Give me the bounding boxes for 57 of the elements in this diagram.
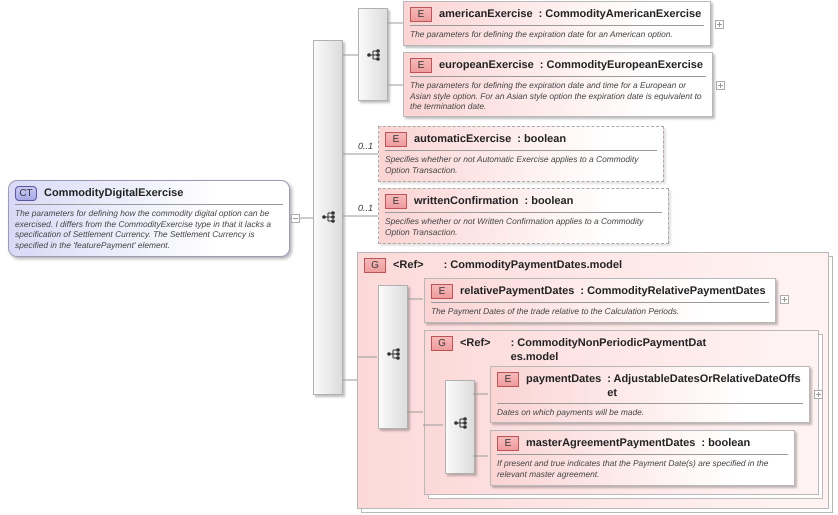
connector-line [342,54,358,56]
type-badge: G [364,258,386,273]
type-name: : CommodityNonPeriodicPaymentDates.model [510,336,708,364]
description-text: The parameters for defining the expiration date and time for a European or Asian style option. For an Asian style option the expiration date is equivalent to the termination date. [410,76,706,112]
element-name: relativePaymentDates [460,284,574,298]
type-name: : CommodityRelativePaymentDates [580,284,766,298]
description-text: Specifies whether or not Written Confirmation applies to a Commodity Option Transaction. [385,212,662,237]
compositor-bar [445,380,475,474]
complex-type-box [8,180,290,257]
connector-line [406,298,424,300]
type-name: : AdjustableDatesOrRelativeDateOffset [607,372,802,400]
description-text: Dates on which payments will be made. [497,403,803,418]
description-text: The parameters for defining the expiration date for an American option. [410,25,704,40]
element-name: europeanExercise [439,58,534,72]
compositor-bar [358,8,388,101]
type-name: : boolean [701,436,750,450]
element-name: automaticExercise [414,132,512,146]
type-name: : CommodityAmericanExercise [538,7,702,21]
element-box [378,126,664,182]
type-badge: E [385,194,407,209]
ref-label: <Ref> [393,258,424,272]
type-badge: E [410,7,432,22]
type-badge: E [431,284,453,299]
type-badge: G [431,336,453,351]
type-badge: E [410,58,432,73]
element-box [403,52,713,117]
connector-line [388,84,404,86]
description-text: The parameters for defining how the commodity digital option can be exercised. I differs from the CommodityExercise type in that it lacks a specification of Settlement Currency. The Settlement Currency is specified in the 'featurePayment' element. [15,204,283,250]
connector-line [356,356,378,358]
type-badge: E [497,372,519,387]
element-box [490,366,810,423]
element-name: writtenConfirmation [414,194,518,208]
occurrence-label: 0..1 [358,203,374,213]
type-name: : CommodityPaymentDates.model [444,258,622,272]
type-name: : boolean [524,194,574,208]
description-text: Specifies whether or not Automatic Exercise applies to a Commodity Option Transaction. [385,150,657,175]
element-box [378,188,669,244]
element-name: paymentDates [526,372,602,386]
connector-line [388,22,404,24]
type-badge: CT [15,186,37,201]
compositor-bar [313,40,343,395]
compositor-bar [378,285,408,429]
type-name: : CommodityEuropeanExercise [540,58,703,72]
type-badge: E [385,132,407,147]
element-name: CommodityDigitalExercise [44,186,184,200]
type-badge: E [497,436,519,451]
element-box [424,278,776,323]
description-text: The Payment Dates of the trade relative to the Calculation Periods. [431,302,769,316]
type-name: : boolean [517,132,566,146]
element-box [490,430,795,486]
ref-label: <Ref> [460,336,491,350]
connector-line [422,424,444,426]
element-box [403,1,711,46]
element-name: americanExercise [439,7,533,21]
occurrence-label: 0..1 [358,141,374,151]
element-name: masterAgreementPaymentDates [526,436,696,450]
description-text: If present and true indicates that the Payment Date(s) are specified in the relevant master agreement. [497,454,788,479]
